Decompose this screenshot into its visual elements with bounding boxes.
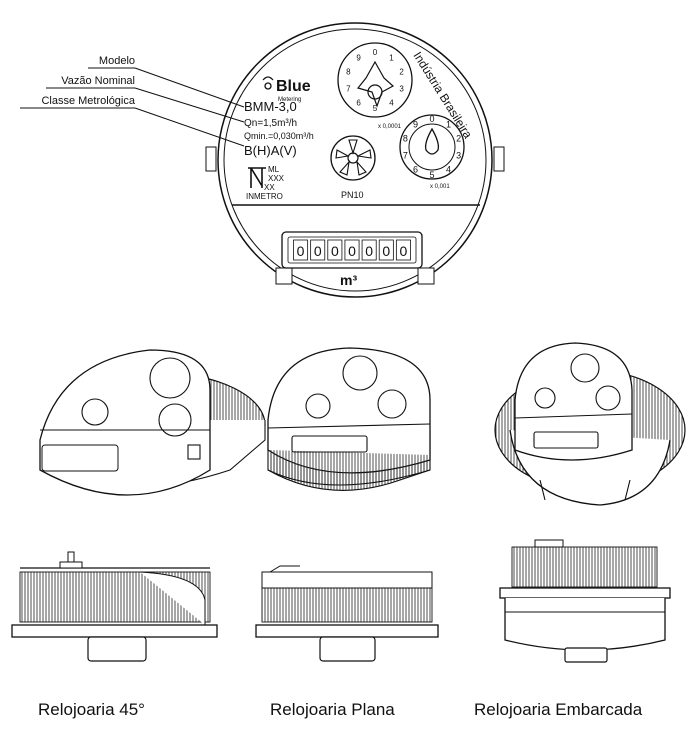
counter-digit-frame: [395, 239, 411, 261]
main-meter-face: [20, 22, 505, 298]
inmetro-text: INMETRO: [246, 192, 283, 201]
small-dial: [337, 42, 413, 118]
view-embedded-perspective: [494, 342, 686, 506]
big-dial-number-4: 4: [446, 165, 451, 175]
callout-leader-flow: [134, 87, 245, 123]
counter-digit: 0: [314, 243, 322, 259]
inmetro-icon: [248, 167, 266, 188]
qn-text: Qn=1,5m³/h: [244, 118, 297, 129]
mark-line-xx: XX: [264, 183, 275, 192]
big-dial: [399, 114, 465, 180]
counter-digit: 0: [365, 243, 373, 259]
small-dial-number-0: 0: [373, 48, 378, 57]
side-view-flat: [255, 565, 439, 662]
big-dial-number-3: 3: [456, 151, 461, 161]
star-wheel: [330, 135, 376, 181]
logo-icon: [264, 82, 272, 90]
unit-text: m³: [340, 272, 357, 288]
small-dial-hub: [367, 84, 383, 100]
counter-digit-frame: [310, 239, 326, 261]
small-dial-number-9: 9: [356, 53, 361, 62]
big-dial-inner: [408, 123, 456, 171]
counter-digit: 0: [348, 243, 356, 259]
big-dial-factor: x 0,001: [430, 184, 450, 190]
counter-digit-frame: [378, 239, 394, 261]
callout-leader-model: [134, 67, 245, 108]
counter-digit: 0: [400, 243, 408, 259]
big-dial-number-2: 2: [456, 133, 461, 143]
counter-window: [281, 231, 423, 269]
bottom-left-lug: [275, 267, 293, 285]
counter-digit-frame: [327, 239, 343, 261]
big-dial-number-6: 6: [413, 165, 418, 175]
class-text: B(H)A(V): [244, 143, 297, 158]
counter-inner: [287, 236, 417, 264]
small-dial-number-3: 3: [399, 85, 404, 94]
callout-leader-class: [134, 107, 245, 147]
small-dial-number-4: 4: [389, 99, 394, 108]
inner-ring: [223, 28, 487, 292]
small-dial-number-2: 2: [399, 67, 404, 76]
big-dial-number-7: 7: [403, 151, 408, 161]
caption-embarcada: Relojoaria Embarcada: [474, 700, 643, 719]
qmin-text: Qmin.=0,030m³/h: [244, 131, 314, 141]
right-lug: [493, 146, 505, 172]
model-text: BMM-3,0: [244, 99, 297, 114]
small-dial-number-1: 1: [389, 53, 394, 62]
mark-line-xxx: XXX: [268, 174, 285, 183]
big-dial-number-1: 1: [446, 119, 451, 129]
bottom-right-lug: [417, 267, 435, 285]
counter-digit: 0: [382, 243, 390, 259]
big-dial-number-5: 5: [429, 170, 434, 180]
small-dial-number-7: 7: [346, 85, 351, 94]
small-dial-factor: x 0,0001: [378, 124, 402, 130]
big-dial-number-0: 0: [429, 114, 434, 124]
callout-modelo: Modelo: [99, 55, 135, 67]
small-dial-number-5: 5: [373, 104, 378, 113]
caption-45: Relojoaria 45°: [38, 700, 145, 719]
mark-line-ml: ML: [268, 165, 280, 174]
view-45-perspective: [39, 349, 266, 496]
side-view-embedded: [499, 539, 671, 663]
counter-digit: 0: [331, 243, 339, 259]
left-lug: [205, 146, 217, 172]
callout-vazao-nominal: Vazão Nominal: [61, 75, 135, 87]
callout-classe-metrologica: Classe Metrológica: [41, 95, 135, 107]
big-dial-number-8: 8: [403, 133, 408, 143]
counter-digit: 0: [297, 243, 305, 259]
brand-name: Blue: [276, 78, 311, 95]
small-dial-star: [356, 60, 395, 108]
pressure-text: PN10: [341, 190, 364, 200]
outer-ring: [217, 22, 493, 298]
side-view-45: [11, 551, 218, 662]
small-dial-number-8: 8: [346, 67, 351, 76]
counter-digit-frame: [344, 239, 360, 261]
big-dial-number-9: 9: [413, 119, 418, 129]
counter-digit-frame: [361, 239, 377, 261]
caption-plana: Relojoaria Plana: [270, 700, 395, 719]
big-dial-needle: [424, 127, 440, 155]
counter-digit-frame: [293, 239, 309, 261]
brand-subtitle: Metering: [278, 97, 301, 103]
small-dial-number-6: 6: [356, 99, 361, 108]
view-flat-perspective: [267, 347, 431, 491]
